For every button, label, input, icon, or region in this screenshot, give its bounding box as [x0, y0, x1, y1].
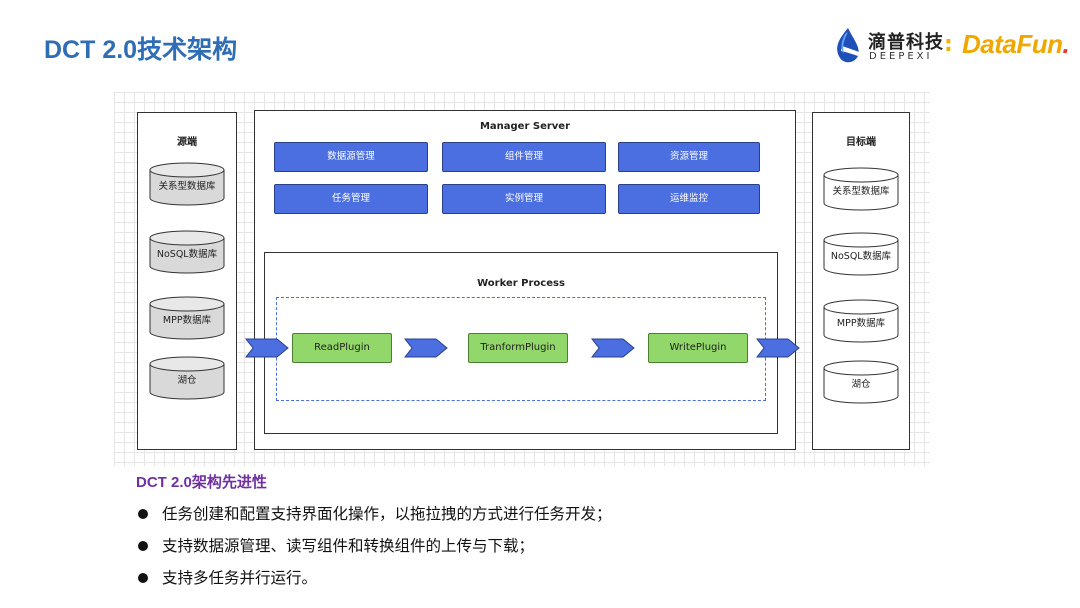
architecture-diagram: 源端 关系型数据库 NoSQL数据库 MPP数据库 湖仓 Manager Ser…: [114, 92, 930, 466]
logo-separator: :: [944, 32, 953, 57]
advantages-list: 任务创建和配置支持界面化操作，以拖拉拽的方式进行任务开发； 支持数据源管理、读写…: [136, 503, 612, 599]
deepexi-logo-text: 滴普科技: [868, 32, 944, 53]
source-db-relational: 关系型数据库: [149, 162, 225, 206]
bullet-icon: [138, 573, 148, 583]
source-db-label: MPP数据库: [162, 315, 212, 326]
database-icon: [149, 356, 225, 400]
module-datasource: 数据源管理: [274, 142, 428, 172]
flow-arrow-icon: [245, 338, 289, 358]
database-icon: [823, 299, 899, 343]
list-item: 支持数据源管理、读写组件和转换组件的上传与下载；: [136, 535, 612, 567]
module-component: 组件管理: [442, 142, 606, 172]
bullet-icon: [138, 509, 148, 519]
target-db-lakehouse: 湖仓: [823, 360, 899, 404]
list-item: 支持多任务并行运行。: [136, 567, 612, 599]
database-icon: [823, 232, 899, 276]
datafun-logo: DataFun.: [962, 29, 1070, 60]
flow-arrow-icon: [756, 338, 800, 358]
page-title: DCT 2.0技术架构: [44, 36, 238, 64]
database-icon: [823, 167, 899, 211]
target-title: 目标端: [846, 137, 876, 148]
deepexi-logo-icon: [837, 28, 859, 63]
bullet-icon: [138, 541, 148, 551]
source-title: 源端: [177, 137, 197, 148]
flow-arrow-icon: [591, 338, 635, 358]
source-db-mpp: MPP数据库: [149, 296, 225, 340]
list-item-text: 任务创建和配置支持界面化操作，以拖拉拽的方式进行任务开发；: [162, 505, 612, 523]
source-db-label: NoSQL数据库: [156, 249, 218, 260]
source-db-lakehouse: 湖仓: [149, 356, 225, 400]
target-db-label: NoSQL数据库: [830, 251, 892, 262]
database-icon: [149, 230, 225, 274]
manager-server-title: Manager Server: [479, 121, 571, 132]
source-db-label: 关系型数据库: [158, 181, 216, 192]
target-db-label: 湖仓: [851, 379, 871, 390]
module-instance: 实例管理: [442, 184, 606, 214]
datafun-logo-text: DataFun: [962, 29, 1063, 59]
target-db-mpp: MPP数据库: [823, 299, 899, 343]
list-item: 任务创建和配置支持界面化操作，以拖拉拽的方式进行任务开发；: [136, 503, 612, 535]
database-icon: [823, 360, 899, 404]
list-item-text: 支持数据源管理、读写组件和转换组件的上传与下载；: [162, 537, 535, 555]
flow-arrow-icon: [404, 338, 448, 358]
plugin-write: WritePlugin: [648, 333, 748, 363]
list-item-text: 支持多任务并行运行。: [162, 569, 318, 587]
deepexi-logo-subtext: DEEPEXI: [869, 51, 933, 62]
datafun-logo-dot: .: [1062, 29, 1070, 59]
module-monitoring: 运维监控: [618, 184, 760, 214]
source-db-label: 湖仓: [177, 375, 197, 386]
target-db-label: MPP数据库: [836, 318, 886, 329]
database-icon: [149, 296, 225, 340]
brand-logos: 滴普科技 DEEPEXI : DataFun.: [832, 26, 1072, 70]
database-icon: [149, 162, 225, 206]
plugin-read: ReadPlugin: [292, 333, 392, 363]
advantages-title: DCT 2.0架构先进性: [136, 474, 267, 491]
target-db-relational: 关系型数据库: [823, 167, 899, 211]
worker-process-title: Worker Process: [477, 278, 565, 289]
target-db-nosql: NoSQL数据库: [823, 232, 899, 276]
module-task: 任务管理: [274, 184, 428, 214]
target-db-label: 关系型数据库: [832, 186, 890, 197]
source-db-nosql: NoSQL数据库: [149, 230, 225, 274]
module-resource: 资源管理: [618, 142, 760, 172]
plugin-transform: TranformPlugin: [468, 333, 568, 363]
